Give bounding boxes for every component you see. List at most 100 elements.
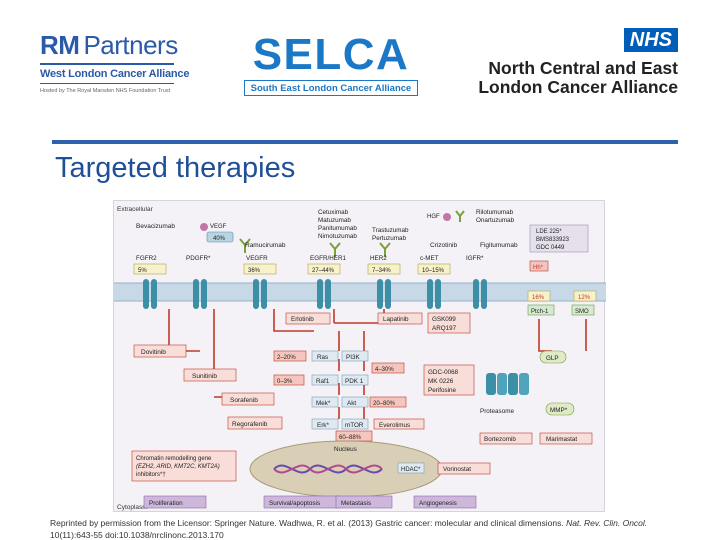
receptor-label: PDGFR* (186, 255, 211, 262)
svg-text:MK 0226: MK 0226 (428, 378, 454, 385)
drug-ramucirumab: Ramucirumab (245, 242, 286, 249)
label-hgf: HGF (427, 214, 440, 220)
pct-raf: 0–3% (277, 379, 293, 385)
node-erk: Erk* (317, 422, 329, 429)
drug-erlotinib: Erlotinib (291, 316, 314, 323)
outcome-label: Proliferation (149, 500, 183, 507)
slide-title: Targeted therapies (55, 152, 296, 184)
label-vegf: VEGF (210, 224, 227, 230)
svg-text:GDC-0068: GDC-0068 (428, 369, 459, 376)
receptor-icon (201, 279, 207, 309)
svg-text:Onartuzumab: Onartuzumab (476, 217, 515, 224)
receptor-label: IGFR* (466, 255, 484, 262)
receptor-label: HER2 (370, 255, 387, 262)
pathway-svg: Extracellular Cytoplasm Bevacizumab VEGF… (114, 206, 606, 511)
outcome-label: Survival/apoptosis (269, 500, 320, 507)
nhs-badge: NHS (623, 28, 678, 52)
outcome-label: Metastasis (341, 500, 371, 507)
hh-inhibitor-box (529, 224, 589, 253)
hgf-ligand (443, 213, 451, 221)
met-antibody-list: Rilotumumab Onartuzumab (476, 209, 515, 224)
label-cytoplasm: Cytoplasm (117, 504, 148, 511)
svg-text:Panitumumab: Panitumumab (318, 225, 357, 232)
rm-logo-partners: Partners (83, 30, 178, 60)
node-mtor: mTOR (345, 422, 364, 429)
receptor-label: EGFR/HER1 (310, 255, 347, 262)
receptor-icon (317, 279, 323, 309)
label-hdac: HDAC* (401, 467, 421, 473)
receptor-icon (385, 279, 391, 309)
label-hh: Hh* (533, 265, 544, 271)
vegf-ligand (200, 223, 208, 231)
pct-pi3k: 4–30% (375, 367, 394, 373)
label-glp: GLP (546, 355, 559, 362)
nhs-logo: NHS North Central and East London Cancer… (478, 28, 680, 98)
drug-marimastat: Marimastat (546, 436, 577, 443)
receptor-pct: 27–44% (312, 268, 335, 274)
svg-text:Rilotumumab: Rilotumumab (476, 209, 514, 216)
citation-text: Reprinted by permission from the Licenso… (50, 518, 564, 528)
citation-ref: 10(11):643-55 doi:10.1038/nrclinonc.2013… (50, 530, 224, 540)
receptor-icon (473, 279, 479, 309)
receptor-icon (261, 279, 267, 309)
outcome-row: Proliferation Survival/apoptosis Metastasi… (143, 495, 477, 509)
antibody-icon (455, 210, 465, 222)
svg-text:Trastuzumab: Trastuzumab (372, 227, 409, 234)
receptor-icon (435, 279, 441, 309)
drug-gsk099: GSK099 (432, 316, 456, 323)
hh-pct-1: 16% (532, 295, 545, 301)
svg-text:LDE 225*: LDE 225* (536, 229, 562, 235)
receptor-label: c-MET (420, 255, 439, 262)
label-extracellular: Extracellular (117, 206, 154, 213)
drug-lapatinib: Lapatinib (383, 316, 409, 323)
receptor-row: FGFR25%PDGFR*VEGFR36%EGFR/HER127–44%HER2… (133, 255, 487, 309)
drug-sunitinib: Sunitinib (192, 373, 217, 380)
svg-text:BMS833923: BMS833923 (536, 237, 570, 243)
nhs-org-line2: London Cancer Alliance (478, 77, 678, 97)
header-divider (52, 140, 678, 144)
rm-logo-mark: RM (40, 30, 80, 60)
receptor-icon (377, 279, 383, 309)
node-ras: Ras (317, 354, 328, 361)
receptor-icon (143, 279, 149, 309)
label-ptch1: Ptch-1 (531, 309, 549, 315)
receptor-pct: 5% (138, 268, 147, 274)
svg-text:Nimotuzumab: Nimotuzumab (318, 233, 357, 240)
akt-inhibitor-box (423, 364, 475, 396)
rm-logo-tagline: Hosted by The Royal Marsden NHS Foundati… (40, 88, 171, 94)
receptor-label: VEGFR (246, 255, 268, 262)
rm-partners-logo: RM Partners West London Cancer Alliance … (40, 30, 190, 100)
receptor-pct: 10–15% (422, 268, 445, 274)
vegf-pct: 40% (213, 236, 226, 242)
svg-text:inhibitors*†: inhibitors*† (136, 472, 166, 478)
label-proteasome: Proteasome (480, 408, 514, 415)
antibody-icon (379, 242, 391, 257)
svg-text:GDC 0449: GDC 0449 (536, 245, 565, 251)
drug-vorinostat: Vorinostat (443, 466, 471, 473)
receptor-pct: 7–34% (372, 268, 391, 274)
her2-antibody-list: Trastuzumab Pertuzumab (372, 227, 409, 242)
chromatin-box (131, 450, 237, 482)
receptor-icon (427, 279, 433, 309)
svg-text:Perifosine: Perifosine (428, 387, 456, 394)
drug-everolimus: Everolimus (379, 422, 410, 429)
receptor-icon (193, 279, 199, 309)
drug-arq197: ARQ197 (432, 325, 457, 332)
drug-regorafenib: Regorafenib (232, 421, 268, 428)
pct-ras: 2–20% (277, 355, 296, 361)
node-akt: Akt (347, 400, 356, 407)
svg-text:Pertuzumab: Pertuzumab (372, 235, 406, 242)
selca-logo-word: SELCA (252, 30, 410, 79)
citation-caption: Reprinted by permission from the Licenso… (50, 517, 690, 540)
node-mek: Mek* (316, 400, 331, 407)
targeted-therapy-diagram: Extracellular Cytoplasm Bevacizumab VEGF… (113, 200, 606, 512)
proteasome-icon (486, 373, 529, 395)
pct-akt: 20–80% (373, 401, 396, 407)
node-raf1: Raf1 (316, 378, 330, 385)
svg-text:Chromatin remodelling gene: Chromatin remodelling gene (136, 456, 212, 462)
drug-figitumumab: Figitumumab (480, 242, 518, 249)
rm-logo-subtitle: West London Cancer Alliance (40, 68, 190, 80)
antibody-icon (239, 238, 251, 253)
receptor-pct: 36% (248, 268, 261, 274)
receptor-icon (151, 279, 157, 309)
